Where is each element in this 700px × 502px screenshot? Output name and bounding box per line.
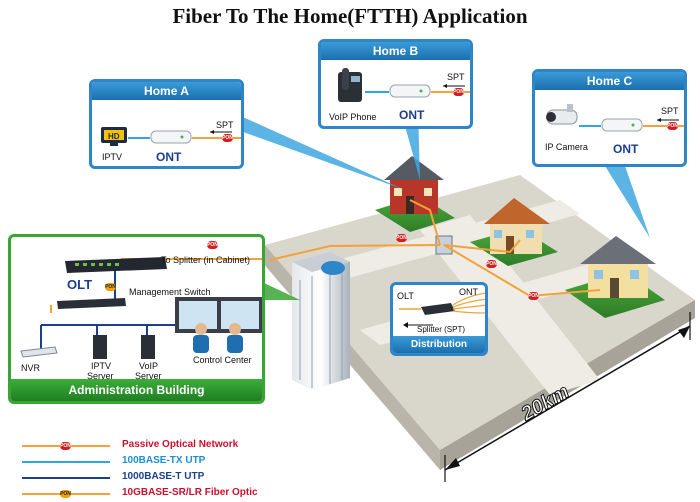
pon-badge: PON bbox=[453, 88, 464, 96]
pon-badge: PON bbox=[60, 442, 71, 450]
pon-badge: PON bbox=[528, 292, 539, 300]
pon-badge: PON bbox=[486, 260, 497, 268]
pointer-home-c bbox=[605, 166, 650, 238]
pon-badge: PON bbox=[667, 122, 678, 130]
page-title: Fiber To The Home(FTTH) Application bbox=[172, 4, 528, 28]
control-center-icon bbox=[175, 297, 262, 353]
splitter-icon bbox=[399, 292, 485, 328]
olt-switch-icon bbox=[65, 257, 167, 273]
distribution-cabinet-panel: OLT ONT Splitter (SPT) Distribution Cabi… bbox=[390, 282, 488, 356]
voip-server-label-2: Server bbox=[135, 371, 162, 381]
iptv-server-label-2: Server bbox=[87, 371, 114, 381]
home-c-device-label: IP Camera bbox=[545, 142, 588, 152]
distribution-cabinet-title: Distribution Cabinet bbox=[393, 336, 485, 353]
home-b-spt-label: SPT bbox=[447, 72, 465, 82]
iptv-server-icon bbox=[93, 335, 107, 359]
home-a-callout: Home A HD IPTV ONT SPT PON bbox=[89, 79, 244, 169]
home-a-ont-label: ONT bbox=[156, 150, 182, 164]
road-3 bbox=[420, 215, 600, 395]
cabinet-splitter-label: Splitter (SPT) bbox=[417, 325, 466, 334]
home-c-ont-label: ONT bbox=[613, 142, 639, 156]
fiber-badge: PON bbox=[60, 490, 71, 498]
home-a-spt-label: SPT bbox=[216, 120, 234, 130]
pointer-admin bbox=[262, 282, 300, 300]
tv-icon: HD bbox=[101, 127, 127, 146]
ont-device-icon bbox=[150, 130, 192, 144]
cabinet-ont-label: ONT bbox=[459, 287, 478, 297]
legend-label: 10GBASE-SR/LR Fiber Optic bbox=[122, 487, 258, 498]
iptv-server-label: IPTV bbox=[91, 361, 112, 371]
distance-dimension bbox=[444, 312, 691, 482]
home-b-links bbox=[365, 84, 470, 93]
legend-label: 100BASE-TX UTP bbox=[122, 455, 206, 466]
administration-building-title: Administration Building bbox=[11, 379, 262, 401]
legend-line-utp1000 bbox=[22, 477, 110, 479]
home-a-links bbox=[128, 130, 241, 139]
home-c-spt-label: SPT bbox=[661, 106, 679, 116]
home-a-title: Home A bbox=[92, 82, 241, 100]
home-a-device-label: IPTV bbox=[102, 152, 123, 162]
house-b-building bbox=[484, 198, 550, 254]
cabinet-olt-label: OLT bbox=[397, 291, 414, 301]
ont-device-icon bbox=[389, 84, 431, 98]
pon-fiber-lines bbox=[269, 199, 601, 298]
admin-tower bbox=[292, 252, 350, 390]
management-switch-label: Management Switch bbox=[129, 287, 211, 297]
legend-label: Passive Optical Network bbox=[122, 439, 239, 450]
management-switch-icon bbox=[57, 298, 126, 309]
ip-camera-icon bbox=[546, 104, 578, 125]
pon-badge: PON bbox=[396, 234, 407, 242]
house-c-building bbox=[580, 236, 656, 298]
home-c-links bbox=[579, 118, 684, 127]
fiber-badge: PON bbox=[105, 283, 116, 291]
home-b-title: Home B bbox=[321, 42, 470, 60]
pon-badge: PON bbox=[222, 134, 233, 142]
administration-building-panel: OLT To Splitter (in Cabinet) PON PON Man… bbox=[8, 234, 265, 404]
nvr-icon bbox=[20, 346, 58, 358]
olt-label: OLT bbox=[67, 277, 93, 292]
svg-text:HD: HD bbox=[108, 132, 120, 141]
voip-server-icon bbox=[141, 335, 155, 359]
home-b-device-label: VoIP Phone bbox=[329, 112, 377, 122]
legend-label: 1000BASE-T UTP bbox=[122, 471, 205, 482]
house-a-building bbox=[384, 156, 444, 214]
home-c-title: Home C bbox=[535, 72, 684, 90]
home-b-ont-label: ONT bbox=[399, 108, 425, 122]
phone-icon bbox=[338, 68, 362, 102]
nvr-label: NVR bbox=[21, 363, 41, 373]
home-c-callout: Home C IP Camera ONT SPT PON bbox=[532, 69, 687, 167]
to-splitter-label: To Splitter (in Cabinet) bbox=[161, 255, 251, 265]
voip-server-label: VoIP bbox=[139, 361, 159, 371]
legend-line-utp100 bbox=[22, 461, 110, 463]
home-b-callout: Home B VoIP Phone ONT SPT PON bbox=[318, 39, 473, 129]
ont-device-icon bbox=[601, 118, 643, 132]
control-center-label: Control Center bbox=[193, 355, 252, 365]
pon-badge: PON bbox=[207, 241, 218, 249]
